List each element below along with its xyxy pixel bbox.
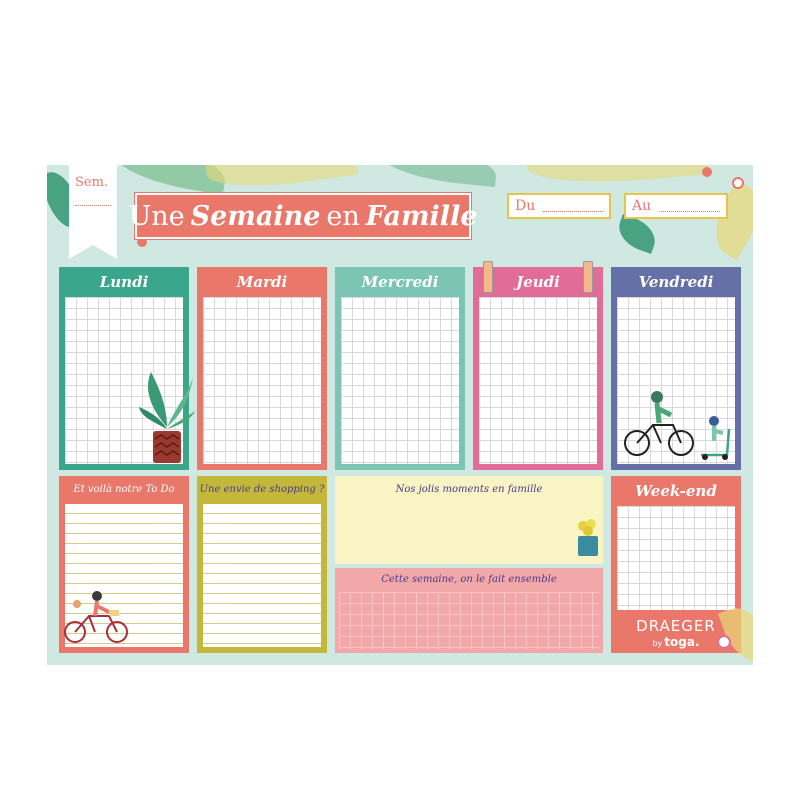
day-notes-grid[interactable] — [341, 297, 459, 464]
leaf-icon — [702, 179, 753, 261]
shopping-title: Une envie de shopping ? — [199, 484, 325, 495]
date-to-field[interactable]: Au — [624, 193, 728, 219]
day-label: Mardi — [236, 273, 288, 291]
title-part: Famille — [365, 200, 478, 232]
clip-icon — [483, 261, 493, 293]
day-panel-mardi: Mardi — [197, 267, 327, 470]
week-number-field[interactable] — [75, 205, 111, 206]
flower-icon — [717, 635, 731, 649]
week-number-label: Sem. — [75, 175, 109, 190]
flower-icon — [732, 177, 744, 189]
leaf-icon — [375, 165, 499, 188]
day-label: Vendredi — [638, 273, 714, 291]
day-panel-jeudi: Jeudi — [473, 261, 603, 470]
week-number-tag: Sem. — [69, 165, 117, 259]
todo-panel: Et voilà notre To Do — [59, 476, 189, 653]
bicycle-icon — [624, 391, 731, 460]
title-part: en — [326, 200, 360, 232]
shopping-panel: Une envie de shopping ? — [197, 476, 327, 653]
brand-logo: DRAEGER — [636, 617, 716, 635]
plant-icon — [139, 372, 195, 463]
day-label: Jeudi — [516, 273, 560, 291]
leaf-icon — [613, 214, 661, 254]
day-notes-grid[interactable] — [479, 297, 597, 464]
together-grid[interactable] — [339, 592, 599, 649]
brand-sub-name: toga. — [664, 635, 700, 649]
weekend-notes-grid[interactable] — [617, 506, 735, 610]
date-from-field[interactable]: Du — [507, 193, 611, 219]
brand-by: by — [652, 639, 663, 648]
day-label: Lundi — [99, 273, 149, 291]
day-label: Mercredi — [361, 273, 439, 291]
moments-title: Nos jolis moments en famille — [395, 484, 543, 495]
flower-icon — [702, 167, 712, 177]
clip-icon — [583, 261, 593, 293]
date-to-label: Au — [632, 198, 652, 214]
family-week-planner: Sem. Une Semaine en Famille Du Au Lundi … — [47, 165, 753, 665]
together-panel: Cette semaine, on le fait ensemble — [335, 568, 603, 653]
page-title: Une Semaine en Famille — [128, 193, 478, 239]
flower-icon — [137, 237, 147, 247]
weekend-title: Week-end — [635, 482, 717, 500]
day-notes-grid[interactable] — [203, 297, 321, 464]
together-title: Cette semaine, on le fait ensemble — [381, 574, 557, 585]
moments-panel[interactable]: Nos jolis moments en famille — [335, 476, 603, 564]
title-part: Une — [128, 200, 185, 232]
day-panel-mercredi: Mercredi — [335, 267, 465, 470]
shopping-lines[interactable] — [203, 504, 321, 647]
todo-lines[interactable] — [65, 504, 183, 647]
day-panel-lundi: Lundi — [59, 267, 195, 470]
leaf-icon — [525, 165, 709, 190]
leaf-icon — [205, 165, 359, 196]
potted-flower-icon — [578, 519, 598, 556]
day-panel-vendredi: Vendredi — [611, 267, 741, 470]
todo-title: Et voilà notre To Do — [73, 484, 175, 495]
date-from-label: Du — [515, 198, 536, 214]
title-part: Semaine — [190, 200, 321, 232]
bicycle-icon — [64, 591, 128, 643]
